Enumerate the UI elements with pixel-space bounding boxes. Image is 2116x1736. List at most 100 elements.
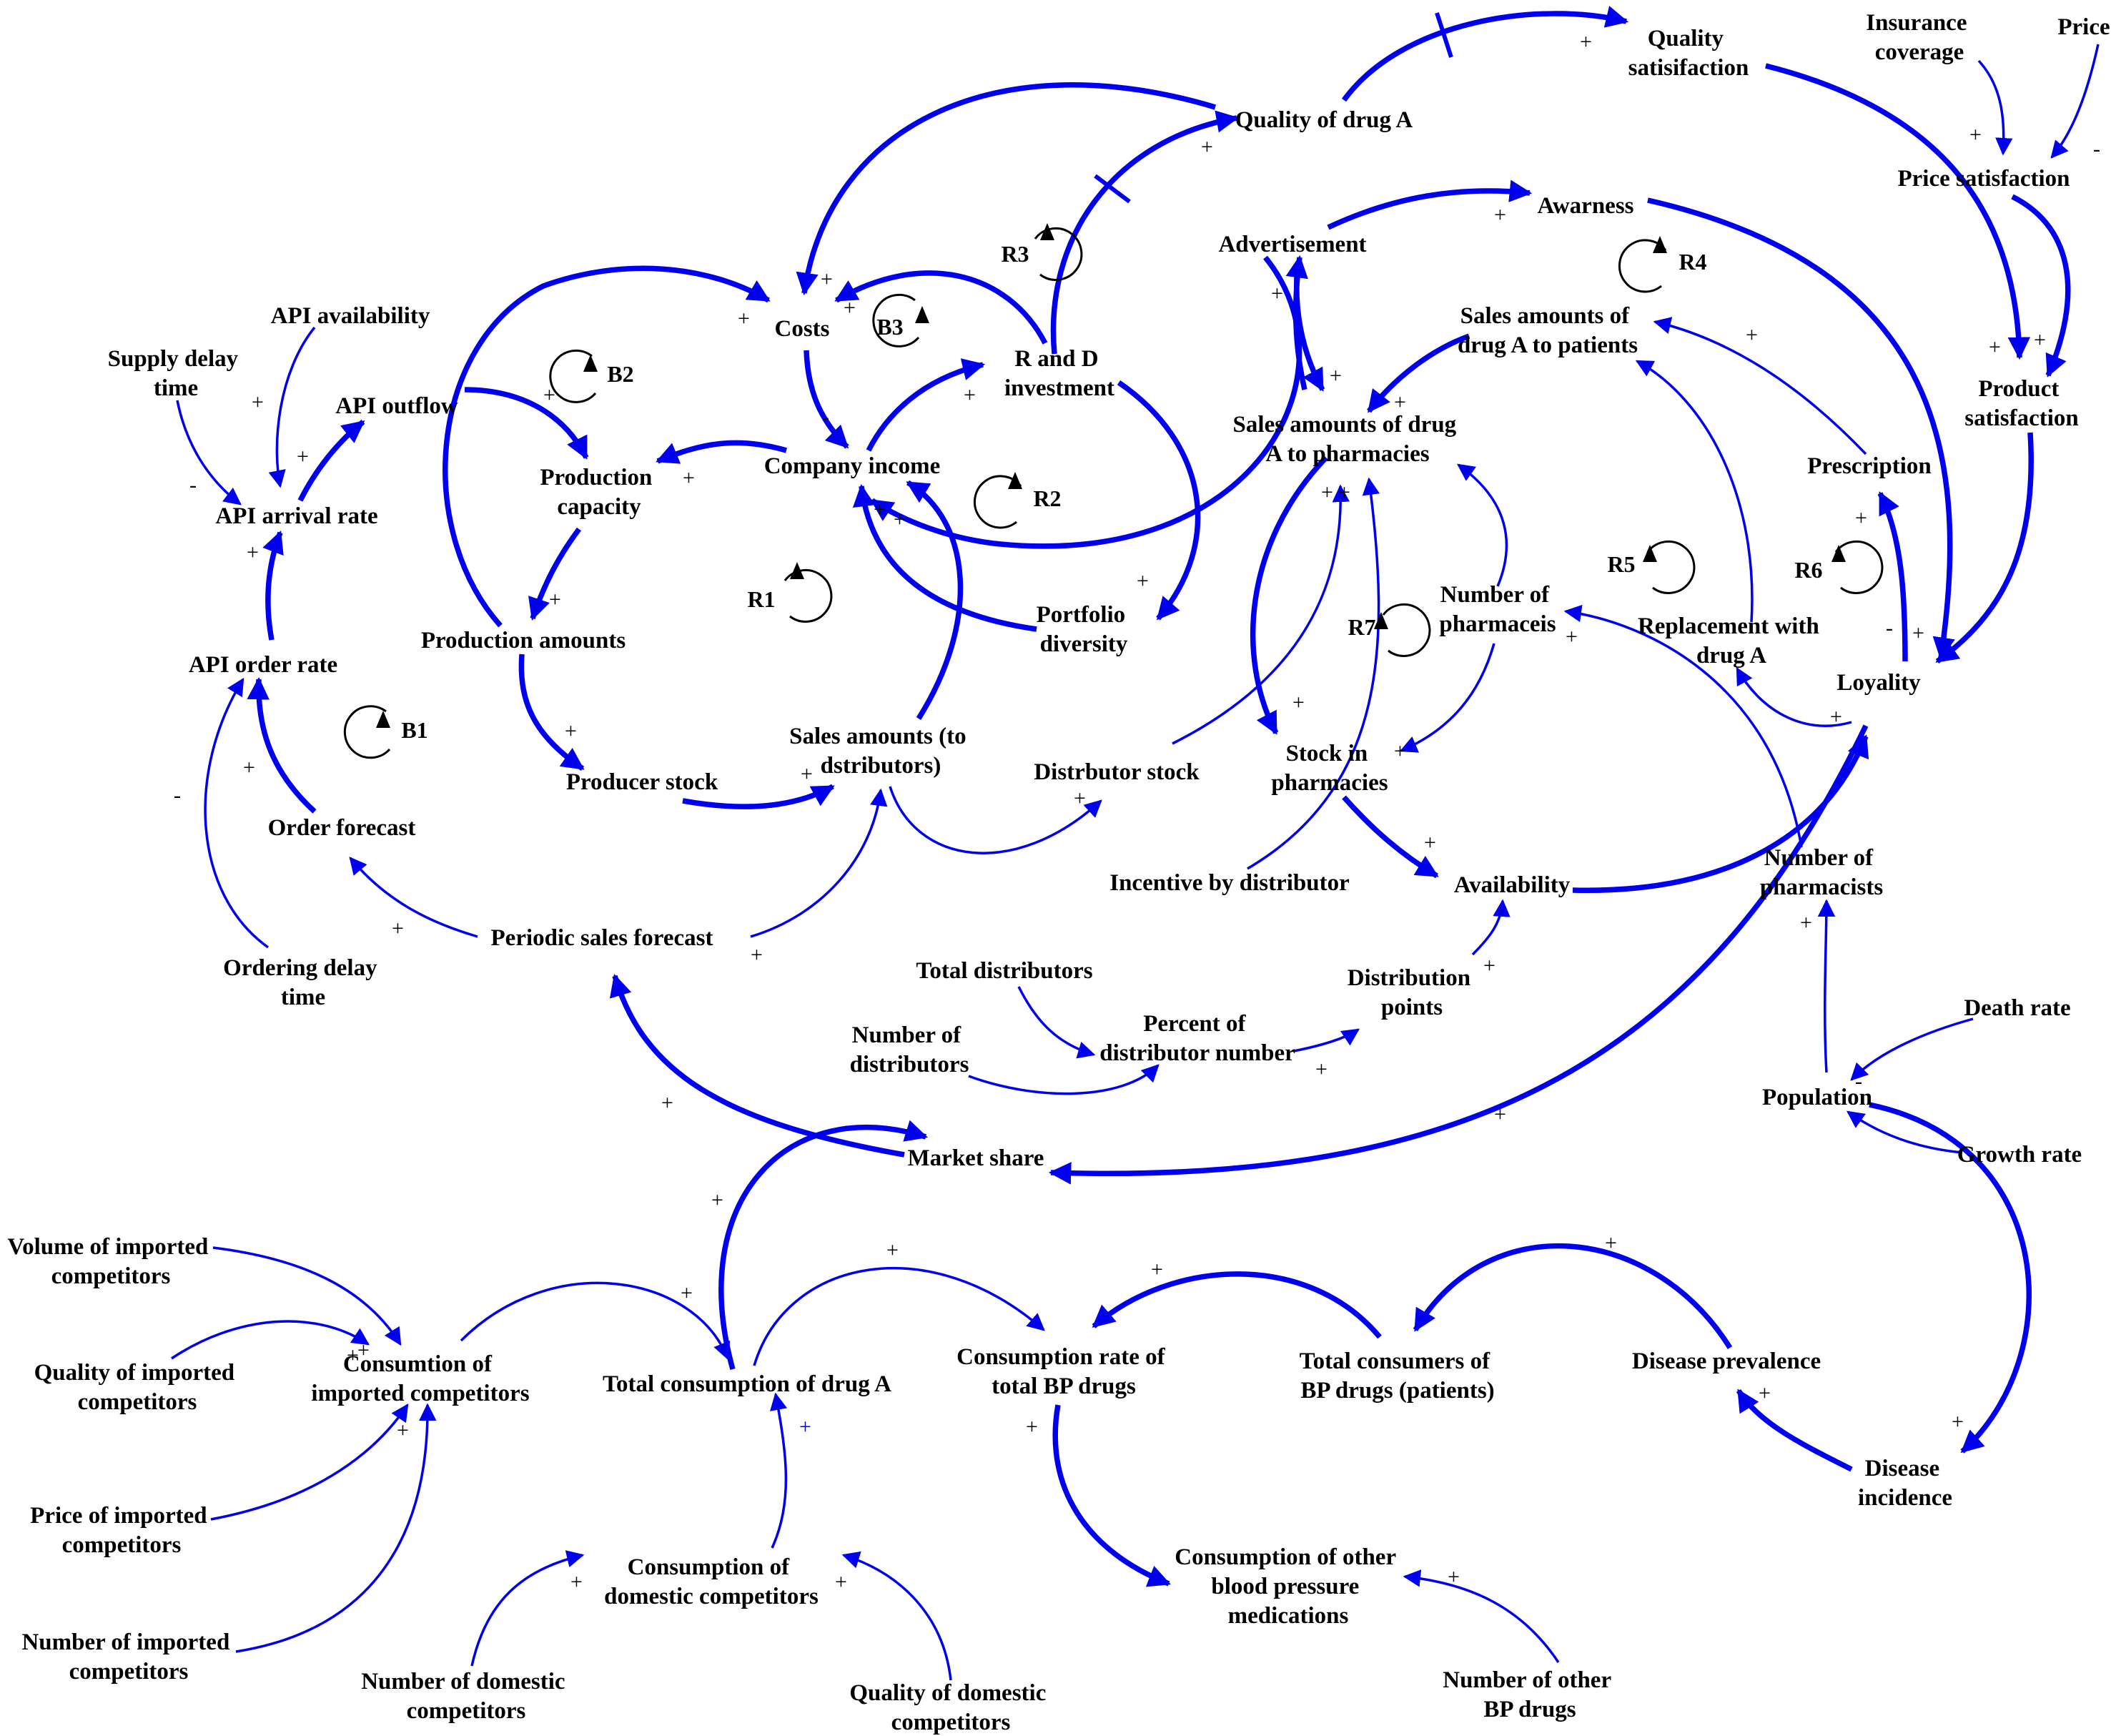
loop-marker-r4: R4 [1618, 236, 1707, 293]
var-api-outflow: API outflow [335, 393, 458, 419]
var-api-order-rate: API order rate [189, 652, 337, 678]
link-quality-to-quality-satisfaction [1341, 6, 1629, 102]
polarity-sign: + [1424, 831, 1436, 854]
svg-text:R3: R3 [1001, 241, 1029, 267]
var-awareness: Awarness [1537, 193, 1633, 219]
svg-text:B1: B1 [401, 717, 427, 743]
var-price: Price [2057, 14, 2110, 40]
polarity-sign: + [1494, 203, 1506, 227]
var-api-availability: API availability [271, 303, 430, 329]
var-growth-rate: Growth rate [1957, 1142, 2082, 1168]
link-api-availability-to-api-arrival [268, 326, 316, 488]
polarity-sign: + [874, 498, 886, 521]
svg-text:R2: R2 [1033, 485, 1061, 511]
link-total-distributors-to-percent [1017, 986, 1096, 1059]
polarity-sign: + [1912, 621, 1924, 645]
var-disease-prevalence: Disease prevalence [1632, 1348, 1821, 1374]
var-price-of-imported-competitors: Price of imported competitors [30, 1503, 213, 1558]
var-loyalty: Loyality [1836, 670, 1921, 696]
polarity-sign: + [2034, 328, 2046, 352]
link-sales-pharmacies-to-advertisement [1285, 255, 1308, 390]
polarity-sign: + [357, 1338, 370, 1362]
var-consumption-other-bp: Consumption of other blood pressure medi… [1175, 1544, 1402, 1629]
polarity-sign: + [543, 383, 555, 407]
polarity-sign: + [1830, 705, 1842, 729]
polarity-sign: + [894, 508, 906, 531]
polarity-sign: + [1800, 911, 1812, 934]
polarity-sign: + [297, 445, 309, 468]
polarity-sign: + [1605, 1231, 1617, 1255]
link-supply-delay-to-api-arrival [176, 400, 242, 505]
link-percent-to-distribution-points [1293, 1028, 1360, 1052]
polarity-sign: + [1759, 1381, 1771, 1405]
polarity-sign: + [835, 1570, 847, 1594]
var-consumption-domestic: Consumption of domestic competitors [604, 1554, 819, 1609]
polarity-sign: + [1989, 335, 2001, 359]
var-insurance-coverage: Insurance coverage [1866, 10, 1972, 65]
link-insurance-to-price-satisfaction [1977, 59, 2013, 156]
link-company-income-to-rd [866, 358, 986, 452]
var-distributor-stock: Distrbutor stock [1034, 759, 1200, 785]
var-production-capacity: Production capacity [540, 465, 658, 520]
svg-text:B3: B3 [876, 314, 903, 340]
polarity-sign: + [565, 719, 577, 743]
link-quality-to-costs [796, 82, 1217, 296]
link-api-arrival-to-api-outflow [297, 420, 365, 502]
link-population-to-pharmacists [1817, 899, 1836, 1073]
link-incidence-to-prevalence [1736, 1389, 1853, 1472]
link-loyalty-to-replacement [1736, 666, 1852, 727]
link-total-consumption-to-consumption-rate [753, 1266, 1045, 1366]
var-quality-satisfaction: Quality satisifaction [1628, 26, 1749, 81]
var-ordering-delay-time: Ordering delay time [223, 955, 383, 1010]
link-awareness-to-loyalty [1647, 197, 1955, 661]
polarity-sign: + [964, 383, 976, 407]
link-rd-to-portfolio [1117, 380, 1201, 621]
var-stock-in-pharmacies: Stock in pharmacies [1271, 741, 1388, 796]
polarity-sign: + [397, 1419, 409, 1442]
var-total-consumers-bp: Total consumers of BP drugs (patients) [1300, 1348, 1496, 1404]
polarity-sign: + [1483, 954, 1495, 977]
loop-marker-b2: B2 [549, 349, 634, 403]
loop-marker-r3: R3 [1001, 223, 1083, 281]
var-consumption-of-imported-competitors: Consumtion of imported competitors [311, 1351, 529, 1406]
polarity-sign: + [751, 943, 763, 967]
loop-marker-r5: R5 [1607, 540, 1696, 594]
var-replacement-with-drug-a: Replacement with drug A [1638, 613, 1825, 669]
link-number-distributors-to-percent [968, 1064, 1160, 1095]
link-replacement-to-sales-patients [1635, 360, 1754, 623]
polarity-sign: - [1886, 616, 1893, 640]
link-sales-distributors-to-distributor-stock [889, 786, 1102, 854]
polarity-sign: + [1315, 1057, 1328, 1081]
polarity-sign: + [243, 756, 255, 779]
polarity-sign: + [886, 1238, 899, 1262]
link-prescription-to-sales-patients [1653, 317, 1867, 455]
link-pharmacies-to-sales-pharmacies [1457, 463, 1508, 587]
polarity-sign: - [189, 473, 197, 497]
var-supply-delay-time: Supply delay time [108, 346, 244, 401]
link-distribution-points-to-availability [1471, 899, 1511, 956]
polarity-sign: + [1321, 480, 1333, 504]
var-order-forecast: Order forecast [268, 815, 416, 841]
link-total-consumers-to-consumption-rate [1092, 1271, 1382, 1339]
link-production-amounts-to-producer-stock [518, 654, 585, 771]
var-quality-domestic: Quality of domestic competitors [849, 1680, 1052, 1735]
polarity-sign: + [711, 1188, 723, 1212]
polarity-sign: + [1952, 1410, 1964, 1434]
link-periodic-forecast-to-sales-distributors [750, 788, 888, 938]
var-volume-of-imported-competitors: Volume of imported competitors [7, 1234, 214, 1289]
var-population: Population [1762, 1085, 1872, 1110]
var-incentive-by-distributor: Incentive by distributor [1109, 870, 1350, 896]
link-api-outflow-to-production-capacity [464, 387, 589, 460]
polarity-sign: + [1074, 786, 1086, 810]
loop-marker-r6: R6 [1794, 540, 1884, 594]
link-pharmacies-to-stock [1399, 643, 1495, 753]
polarity-sign: + [1292, 691, 1305, 714]
link-number-domestic-to-domestic [470, 1550, 585, 1667]
link-production-amounts-to-costs [443, 265, 771, 628]
svg-text:R7: R7 [1348, 614, 1375, 640]
polarity-sign: + [1969, 123, 1982, 147]
link-rd-to-quality [1050, 110, 1240, 355]
link-portfolio-to-company-income [852, 483, 1037, 632]
var-periodic-sales-forecast: Periodic sales forecast [491, 925, 713, 951]
